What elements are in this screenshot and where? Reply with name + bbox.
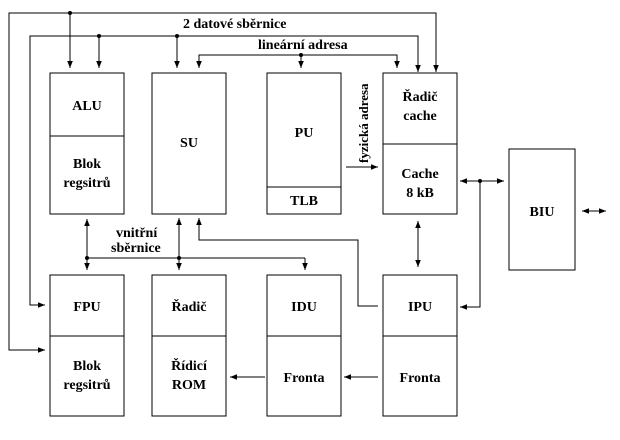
- ipu-block: IPU Fronta: [382, 274, 458, 417]
- fpu-register-label: regsitrů: [63, 378, 110, 393]
- idu-title: IDU: [291, 300, 317, 315]
- data-buses-label: 2 datové sběrnice: [183, 17, 286, 32]
- su-title: SU: [180, 136, 198, 151]
- internal-bus-label: vnitřní: [116, 226, 158, 241]
- linear-address-wire: [196, 54, 400, 68]
- alu-register-label: regsitrů: [63, 176, 110, 191]
- ipu-to-su-wire: [196, 218, 378, 307]
- idu-box: [266, 274, 342, 417]
- physical-address-label: fyzická adresa: [356, 83, 371, 163]
- junction-dot: [177, 256, 181, 260]
- biu-title: BIU: [530, 205, 555, 220]
- control-rom-label: ROM: [172, 378, 206, 393]
- data-bus-1: [8, 12, 439, 353]
- data-bus-2: [29, 35, 421, 308]
- junction-dot: [299, 53, 303, 57]
- junction-dots: [68, 11, 482, 260]
- cache-label: Cache: [401, 167, 438, 182]
- junction-dot: [68, 11, 72, 15]
- alu-block: ALU Blok regsitrů: [49, 72, 125, 215]
- tlb-label: TLB: [290, 194, 318, 209]
- fpu-block: FPU Blok regsitrů: [49, 274, 125, 417]
- junction-dot: [97, 34, 101, 38]
- junction-dot: [175, 34, 179, 38]
- biu-block: BIU: [508, 148, 576, 271]
- bus-wires: [8, 12, 606, 380]
- alu-title: ALU: [72, 99, 102, 114]
- fpu-title: FPU: [73, 300, 100, 315]
- ipu-title: IPU: [408, 300, 432, 315]
- linear-address-label: lineární adresa: [258, 38, 348, 53]
- junction-dot: [478, 179, 482, 183]
- ipu-queue-label: Fronta: [400, 371, 441, 386]
- control-block: Řadič Řídicí ROM: [151, 274, 227, 417]
- alu-box: [49, 72, 125, 215]
- cache-block: Řadič cache Cache 8 kB: [382, 72, 458, 215]
- control-rom-label: Řídicí: [171, 357, 208, 374]
- fpu-register-label: Blok: [73, 359, 101, 374]
- cache-size-label: 8 kB: [406, 186, 434, 201]
- cache-controller-label: cache: [403, 109, 436, 124]
- alu-register-label: Blok: [73, 157, 101, 172]
- internal-bus-label: sběrnice: [111, 241, 161, 256]
- pu-box: [266, 72, 342, 215]
- pu-title: PU: [295, 126, 314, 141]
- ipu-box: [382, 274, 458, 417]
- biu-box: [508, 148, 576, 271]
- biu-ipu-wire: [460, 181, 481, 310]
- control-box: [151, 274, 227, 417]
- control-title: Řadič: [172, 298, 207, 315]
- su-box: [151, 72, 227, 215]
- pu-block: PU TLB: [266, 72, 342, 215]
- junction-dot: [85, 256, 89, 260]
- su-block: SU: [151, 72, 227, 215]
- idu-block: IDU Fronta: [266, 274, 342, 417]
- cache-controller-label: Řadič: [403, 88, 438, 105]
- idu-queue-label: Fronta: [284, 371, 325, 386]
- fpu-box: [49, 274, 125, 417]
